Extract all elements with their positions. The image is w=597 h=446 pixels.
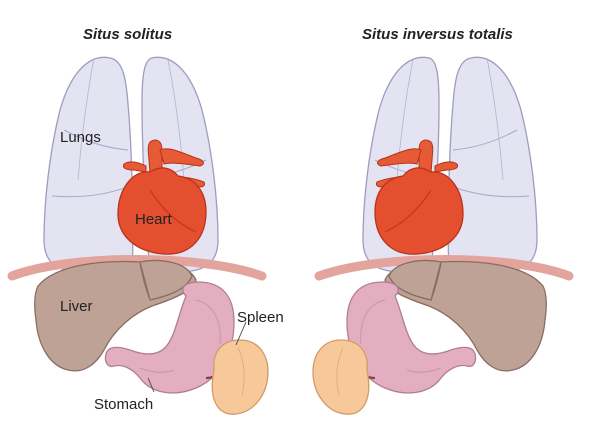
- diaphragm: [7, 255, 267, 281]
- situs-inversus-panel: [313, 57, 574, 414]
- label-heart: Heart: [135, 211, 173, 228]
- panel-title-situs-inversus: Situs inversus totalis: [362, 26, 513, 43]
- label-liver: Liver: [60, 298, 93, 315]
- label-lungs: Lungs: [60, 129, 101, 146]
- label-stomach: Stomach: [94, 396, 153, 413]
- panel-title-situs-solitus: Situs solitus: [83, 26, 173, 43]
- label-spleen: Spleen: [237, 309, 284, 326]
- diaphragm-mirrored: [314, 255, 574, 281]
- situs-solitus-panel: Lungs Heart Liver Spleen Stomach: [7, 57, 284, 414]
- spleen-leader-line: [235, 321, 247, 346]
- stomach-leader-line: [147, 377, 155, 393]
